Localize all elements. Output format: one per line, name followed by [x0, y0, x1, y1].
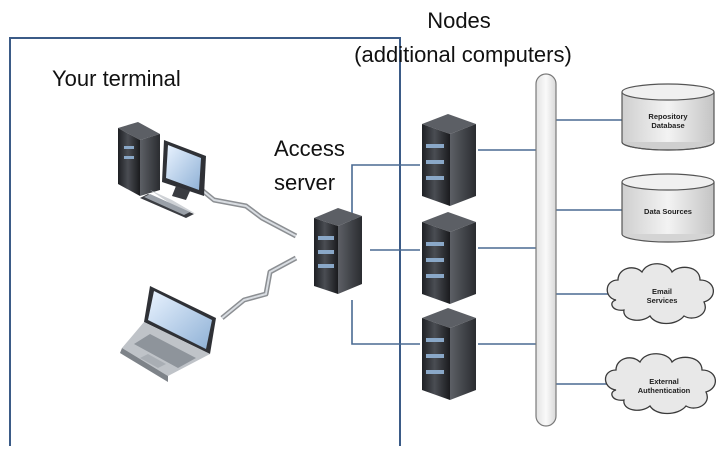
nodes-title: Nodes [427, 8, 491, 33]
email-services-label-2: Services [647, 296, 678, 305]
repository-database-label-2: Database [651, 121, 684, 130]
bus-resource-connectors [556, 119, 622, 385]
node-bus-connectors [478, 149, 536, 345]
repository-database-label-1: Repository [648, 112, 688, 121]
email-services-label-1: Email [652, 287, 672, 296]
email-services-cloud-icon: Email Services [606, 263, 714, 325]
data-sources-label: Data Sources [644, 207, 692, 216]
repository-database-icon: Repository Database [621, 83, 715, 151]
access-server-label-line1: Access [274, 136, 345, 161]
access-server-icon [314, 208, 362, 294]
external-authentication-cloud-icon: External Authentication [604, 353, 716, 415]
server-node-connectors [351, 164, 420, 345]
your-terminal-label: Your terminal [52, 66, 181, 91]
laptop-icon [120, 286, 216, 382]
terminal-frame [9, 37, 401, 446]
external-authentication-label-1: External [649, 377, 679, 386]
data-sources-icon: Data Sources [621, 173, 715, 243]
desktop-computer-icon [118, 122, 206, 218]
network-link-icon [190, 180, 298, 320]
node-server-3-icon [422, 308, 476, 400]
external-authentication-label-2: Authentication [638, 386, 691, 395]
network-bus [535, 73, 557, 427]
node-server-1-icon [422, 114, 476, 206]
node-server-2-icon [422, 212, 476, 304]
nodes-subtitle: (additional computers) [354, 42, 572, 67]
access-server-label-line2: server [274, 170, 336, 195]
